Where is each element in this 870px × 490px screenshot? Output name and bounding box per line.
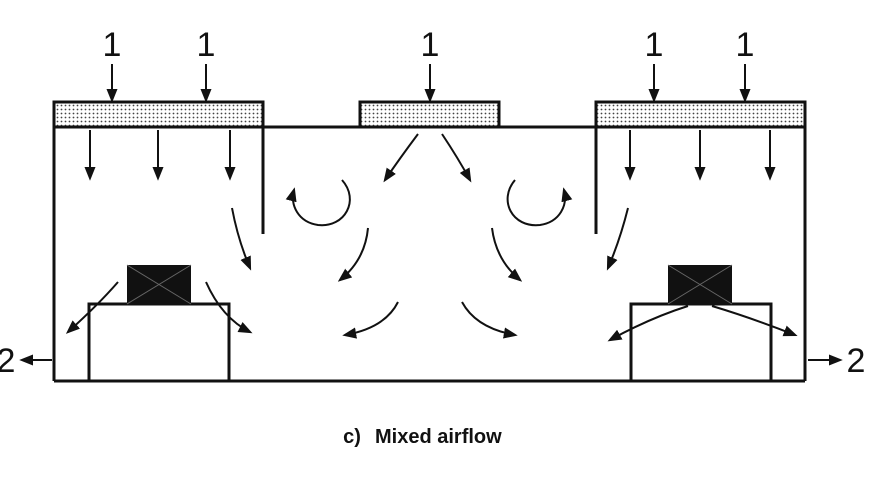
inlet-label: 1 (421, 26, 440, 64)
mixed-flow-arrows (231, 133, 629, 339)
caption-title: Mixed airflow (375, 426, 502, 448)
inlet-label: 1 (736, 26, 755, 64)
inlet-label: 1 (645, 26, 664, 64)
filter-right (594, 100, 807, 129)
filter-center (358, 100, 501, 129)
equipment-bench-right (607, 264, 798, 383)
downflow-arrows (84, 130, 776, 181)
inlet-label: 1 (103, 26, 122, 64)
filter-left (52, 100, 265, 129)
caption-letter: c) (343, 426, 361, 448)
outlet-label-right: 2 (847, 342, 866, 380)
equipment-bench-left (65, 264, 253, 383)
outlet-label-left: 2 (0, 342, 15, 380)
inlet-label: 1 (197, 26, 216, 64)
inlet-arrows (106, 64, 751, 103)
